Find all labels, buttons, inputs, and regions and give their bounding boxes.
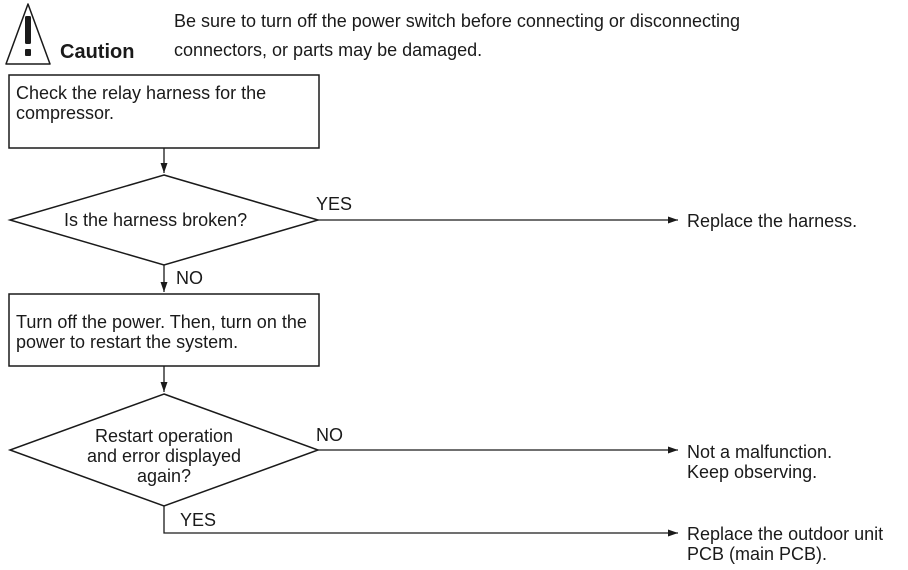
not-malfunction-line2: Keep observing. — [687, 462, 818, 482]
replace-harness-text: Replace the harness. — [687, 211, 858, 231]
caution-text-line1: Be sure to turn off the power switch bef… — [174, 11, 740, 31]
yes-label: YES — [316, 194, 353, 214]
restart-power-text: Turn off the power. Then, turn on the po… — [16, 312, 307, 352]
yes-branch-line-2 — [163, 506, 678, 537]
no-label-2: NO — [316, 425, 343, 445]
no-label: NO — [176, 268, 203, 288]
check-harness-text: Check the relay harness for the compress… — [16, 83, 267, 123]
not-malfunction-line1: Not a malfunction. — [687, 442, 833, 462]
error-again-text-line3: again? — [136, 466, 192, 486]
replace-pcb-line2: PCB (main PCB). — [687, 544, 828, 564]
caution-text-line2: connectors, or parts may be damaged. — [174, 40, 483, 60]
replace-pcb-line1: Replace the outdoor unit — [687, 524, 884, 544]
error-again-text-line1: Restart operation — [94, 426, 234, 446]
error-again-text-line2: and error displayed — [86, 446, 242, 466]
harness-broken-text: Is the harness broken? — [64, 210, 248, 230]
yes-label-2: YES — [180, 510, 217, 530]
caution-label: Caution — [60, 41, 135, 63]
warning-icon — [5, 3, 51, 65]
